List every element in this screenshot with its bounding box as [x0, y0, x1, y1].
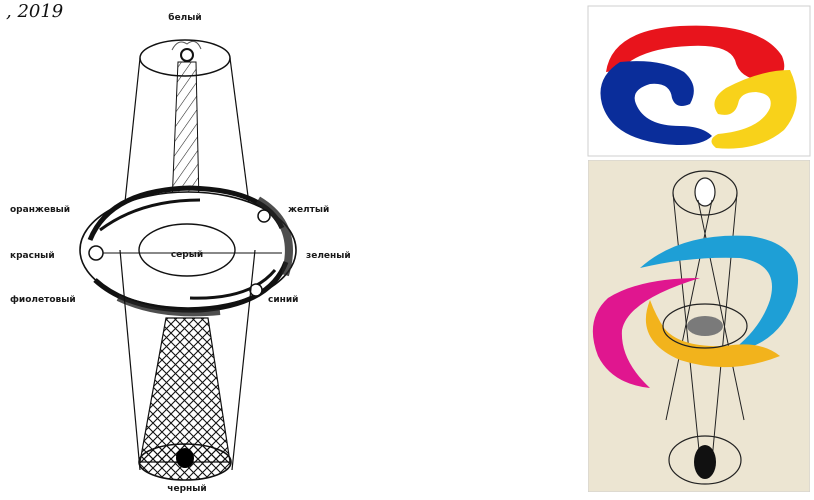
label-gray: серый	[171, 250, 203, 260]
label-black: черный	[167, 484, 206, 494]
yellow-point	[258, 210, 270, 222]
gray-point	[687, 316, 723, 336]
black-point	[694, 445, 716, 479]
crosshatched-lower-cone	[140, 318, 230, 462]
label-red: красный	[10, 251, 55, 261]
caption-text: , 2019	[6, 1, 63, 22]
black-point	[176, 448, 194, 468]
white-point	[181, 49, 193, 61]
label-white: белый	[168, 12, 201, 23]
cmy-color-solid	[588, 160, 810, 492]
label-violet: фиолетовый	[10, 295, 76, 305]
tricolor-logo	[588, 6, 810, 156]
label-yellow: желтый	[288, 205, 329, 215]
label-orange: оранжевый	[10, 205, 70, 215]
red-point	[89, 246, 103, 260]
label-blue: синий	[268, 295, 298, 305]
label-green: зеленый	[306, 251, 351, 261]
color-solid-diagram: белый черный серый оранжевый желтый крас…	[10, 12, 351, 494]
